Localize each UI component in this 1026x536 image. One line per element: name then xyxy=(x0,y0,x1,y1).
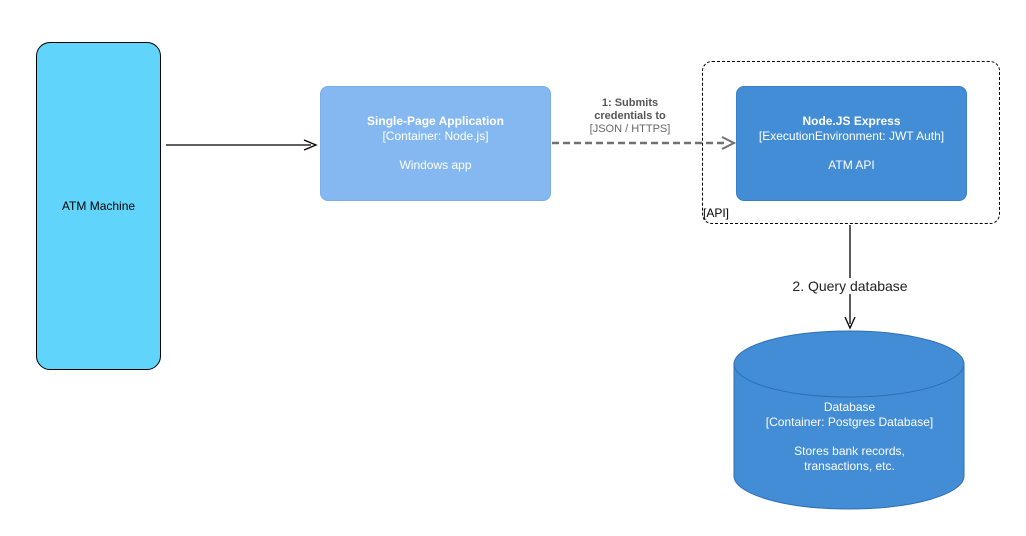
database-node[interactable]: Database [Container: Postgres Database] … xyxy=(735,400,964,474)
atm-machine-node[interactable]: ATM Machine xyxy=(36,42,161,370)
edge-api-to-database xyxy=(844,225,856,330)
api-description: ATM API xyxy=(828,158,875,172)
edge-label-submits-credentials: 1: Submits credentials to [JSON / HTTPS] xyxy=(575,97,685,136)
spa-title: Single-Page Application xyxy=(367,114,504,128)
spa-technology: [Container: Node.js] xyxy=(382,129,489,143)
database-cylinder xyxy=(733,330,965,510)
database-description-line2: transactions, etc. xyxy=(804,459,895,473)
single-page-application-node[interactable]: Single-Page Application [Container: Node… xyxy=(320,86,551,201)
api-technology: [ExecutionEnvironment: JWT Auth] xyxy=(758,129,945,143)
spa-description: Windows app xyxy=(399,158,472,172)
database-title: Database xyxy=(823,400,876,414)
edge-label-line2: credentials to xyxy=(594,110,666,122)
edge-label-query-database: 2. Query database xyxy=(780,278,920,294)
api-boundary-label: [API] xyxy=(703,206,730,220)
database-description-line1: Stores bank records, xyxy=(794,444,905,458)
node-express-api-node[interactable]: Node.JS Express [ExecutionEnvironment: J… xyxy=(736,86,967,201)
database-technology: [Container: Postgres Database] xyxy=(765,415,934,429)
atm-machine-label: ATM Machine xyxy=(61,198,136,213)
edge-atm-to-spa xyxy=(166,139,318,151)
edge-label-line1: 1: Submits xyxy=(601,97,659,109)
edge-label-line3: [JSON / HTTPS] xyxy=(589,123,671,135)
api-boundary[interactable] xyxy=(702,61,1000,224)
edge-spa-to-api xyxy=(552,136,737,150)
api-title: Node.JS Express xyxy=(802,114,901,128)
